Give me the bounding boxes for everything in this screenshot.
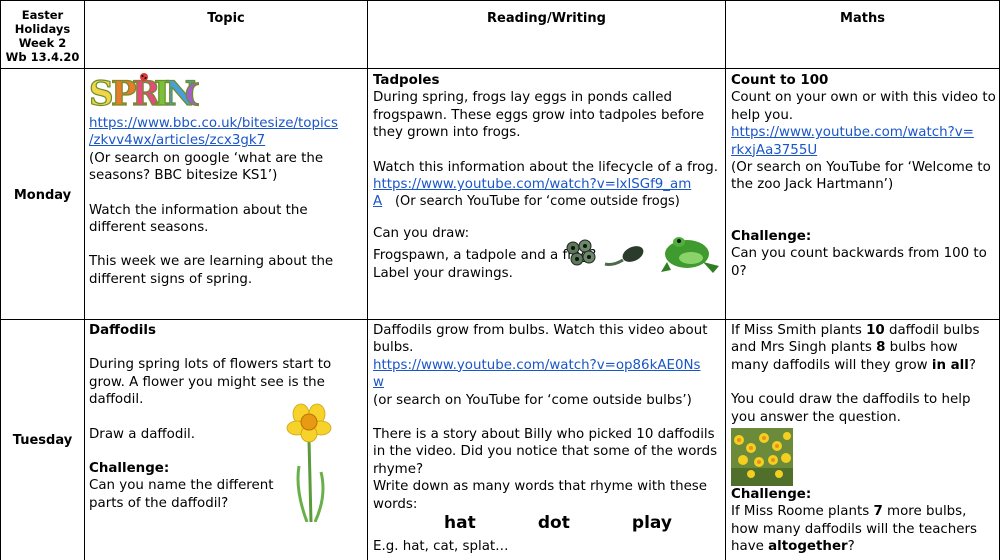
grid-line	[0, 0, 1000, 1]
week-label-line: Easter	[21, 8, 64, 22]
week-label: Easter Holidays Week 2 Wb 13.4.20	[1, 8, 84, 64]
challenge-segment: If Miss Roome plants	[731, 504, 874, 520]
search-note: (Or search on YouTube for ‘Welcome to th…	[731, 160, 991, 193]
rhyme-word: dot	[537, 513, 570, 534]
challenge-text: Can you name the different parts of the …	[89, 478, 274, 511]
reading-paragraph: There is a story about Billy who picked …	[373, 427, 718, 477]
link-line: /zkvv4wx/articles/zcx3gk7	[89, 133, 266, 149]
spring-logo: S P R I N G	[88, 72, 365, 115]
search-note: (Or search YouTube for ‘come outside fro…	[394, 194, 680, 210]
topic-paragraph: This week we are learning about the diff…	[89, 254, 334, 287]
rhyme-word: play	[631, 513, 672, 534]
svg-text:I: I	[154, 74, 170, 112]
challenge-segment: more bulbs, how many daffodils will the …	[731, 504, 977, 555]
day-monday: Monday	[13, 188, 72, 203]
bulbs-video-link[interactable]: https://www.youtube.com/watch?v=op86kAE0…	[373, 358, 700, 390]
question-number: 10	[866, 323, 885, 338]
count-video-link[interactable]: https://www.youtube.com/watch?v=rkxjAa37…	[731, 125, 974, 157]
rhyme-words: hat dot play	[373, 513, 723, 534]
challenge-text: Can you count backwards from 100 to 0?	[731, 246, 987, 279]
svg-text:N: N	[165, 74, 196, 112]
topic-paragraph: Watch the information about the differen…	[89, 202, 308, 236]
challenge-label: Challenge:	[731, 228, 812, 244]
frogspawn-icon	[566, 239, 596, 266]
reading-paragraph: Write down as many words that rhyme with…	[373, 479, 708, 512]
label-instruction: Label your drawings.	[373, 265, 513, 281]
rhyme-example: E.g. hat, cat, splat…	[373, 539, 509, 555]
reading-header: Reading/Writing	[487, 11, 606, 26]
maths-question: If Miss Smith plants 10 daffodil bulbs a…	[731, 322, 997, 374]
challenge-text: If Miss Roome plants 7 more bulbs, how m…	[731, 503, 997, 555]
daffodil-icon	[286, 403, 332, 523]
maths-paragraph: You could draw the daffodils to help you…	[731, 392, 971, 425]
maths-title: Count to 100	[731, 73, 829, 88]
svg-text:P: P	[111, 74, 137, 112]
svg-text:G: G	[185, 78, 199, 112]
topic-paragraph: During spring lots of flowers start to g…	[89, 357, 332, 408]
rhyme-word: hat	[444, 513, 476, 534]
challenge-label: Challenge:	[89, 461, 170, 477]
tuesday-maths: If Miss Smith plants 10 daffodil bulbs a…	[731, 322, 997, 556]
grid-line	[0, 0, 1, 560]
bbc-bitesize-link[interactable]: https://www.bbc.co.uk/bitesize/topics /z…	[89, 116, 338, 148]
daffodil-image	[275, 400, 343, 527]
link-line: https://www.bbc.co.uk/bitesize/topics	[89, 116, 339, 131]
tuesday-reading: Daffodils grow from bulbs. Watch this vi…	[373, 322, 723, 556]
grid-line	[84, 0, 85, 560]
challenge-segment: ?	[847, 539, 855, 555]
grid-line	[367, 0, 368, 560]
question-text: daffodil bulbs and Mrs Singh plants	[731, 323, 980, 356]
grid-line	[0, 319, 1000, 320]
search-note: (Or search on google ‘what are the seaso…	[89, 150, 324, 184]
week-label-line: Week 2	[18, 36, 67, 50]
spring-logo-image: S P R I N G	[88, 73, 211, 115]
tuesday-topic: Daffodils During spring lots of flowers …	[89, 322, 365, 523]
monday-reading: Tadpoles During spring, frogs lay eggs i…	[373, 72, 723, 282]
reading-link-row: https://www.youtube.com/watch?v=lxlSGf9_…	[373, 176, 723, 211]
grid-line	[0, 68, 1000, 69]
challenge-number: 7	[873, 504, 883, 520]
svg-text:S: S	[89, 74, 114, 112]
grid-line	[725, 0, 726, 560]
frog-icon	[661, 237, 719, 273]
link-line: A	[373, 194, 383, 210]
challenge-label: Challenge:	[731, 487, 812, 503]
reading-title: Tadpoles	[373, 73, 440, 88]
question-text: ?	[968, 357, 976, 373]
link-line: w	[373, 375, 384, 391]
reading-paragraph: Daffodils grow from bulbs. Watch this vi…	[373, 323, 708, 356]
frog-lifecycle-icon	[566, 237, 719, 273]
monday-topic: S P R I N G https://www.bbc.co.uk/bitesi…	[88, 72, 365, 288]
maths-header: Maths	[840, 11, 885, 26]
link-line: https://www.youtube.com/watch?v=lxlSGf9_…	[373, 177, 692, 193]
monday-maths: Count to 100 Count on your own or with t…	[731, 72, 997, 280]
tadpole-icon	[604, 246, 644, 266]
question-number: 8	[876, 340, 886, 356]
maths-paragraph: Count on your own or with this video to …	[731, 90, 996, 123]
question-emphasis: in all	[931, 357, 969, 373]
draw-items: Frogspawn, a tadpole and a frog?	[373, 248, 597, 264]
question-text: bulbs how many daffodils will they grow	[731, 340, 958, 373]
daffodils-photo	[731, 428, 793, 487]
link-line: https://www.youtube.com/watch?v=	[731, 125, 974, 141]
question-text: If Miss Smith plants	[731, 323, 867, 338]
topic-header: Topic	[207, 11, 245, 26]
search-note: (or search on YouTube for ‘come outside …	[373, 392, 692, 408]
daffodil-field-icon	[731, 428, 793, 487]
svg-text:R: R	[132, 74, 161, 112]
reading-paragraph: Watch this information about the lifecyc…	[373, 159, 719, 175]
reading-paragraph: During spring, frogs lay eggs in ponds c…	[373, 90, 705, 141]
week-label-line: Holidays	[14, 22, 71, 36]
draw-title: Can you draw:	[373, 225, 470, 241]
topic-title: Daffodils	[89, 323, 156, 338]
lifecycle-images	[563, 228, 723, 281]
link-line: https://www.youtube.com/watch?v=op86kAE0…	[373, 357, 701, 373]
day-tuesday: Tuesday	[12, 433, 73, 448]
frog-video-link[interactable]: https://www.youtube.com/watch?v=lxlSGf9_…	[373, 177, 691, 209]
week-label-line: Wb 13.4.20	[5, 50, 80, 64]
challenge-emphasis: altogether	[768, 539, 848, 555]
link-line: rkxjAa3755U	[731, 142, 818, 158]
topic-paragraph: Draw a daffodil.	[89, 426, 196, 442]
